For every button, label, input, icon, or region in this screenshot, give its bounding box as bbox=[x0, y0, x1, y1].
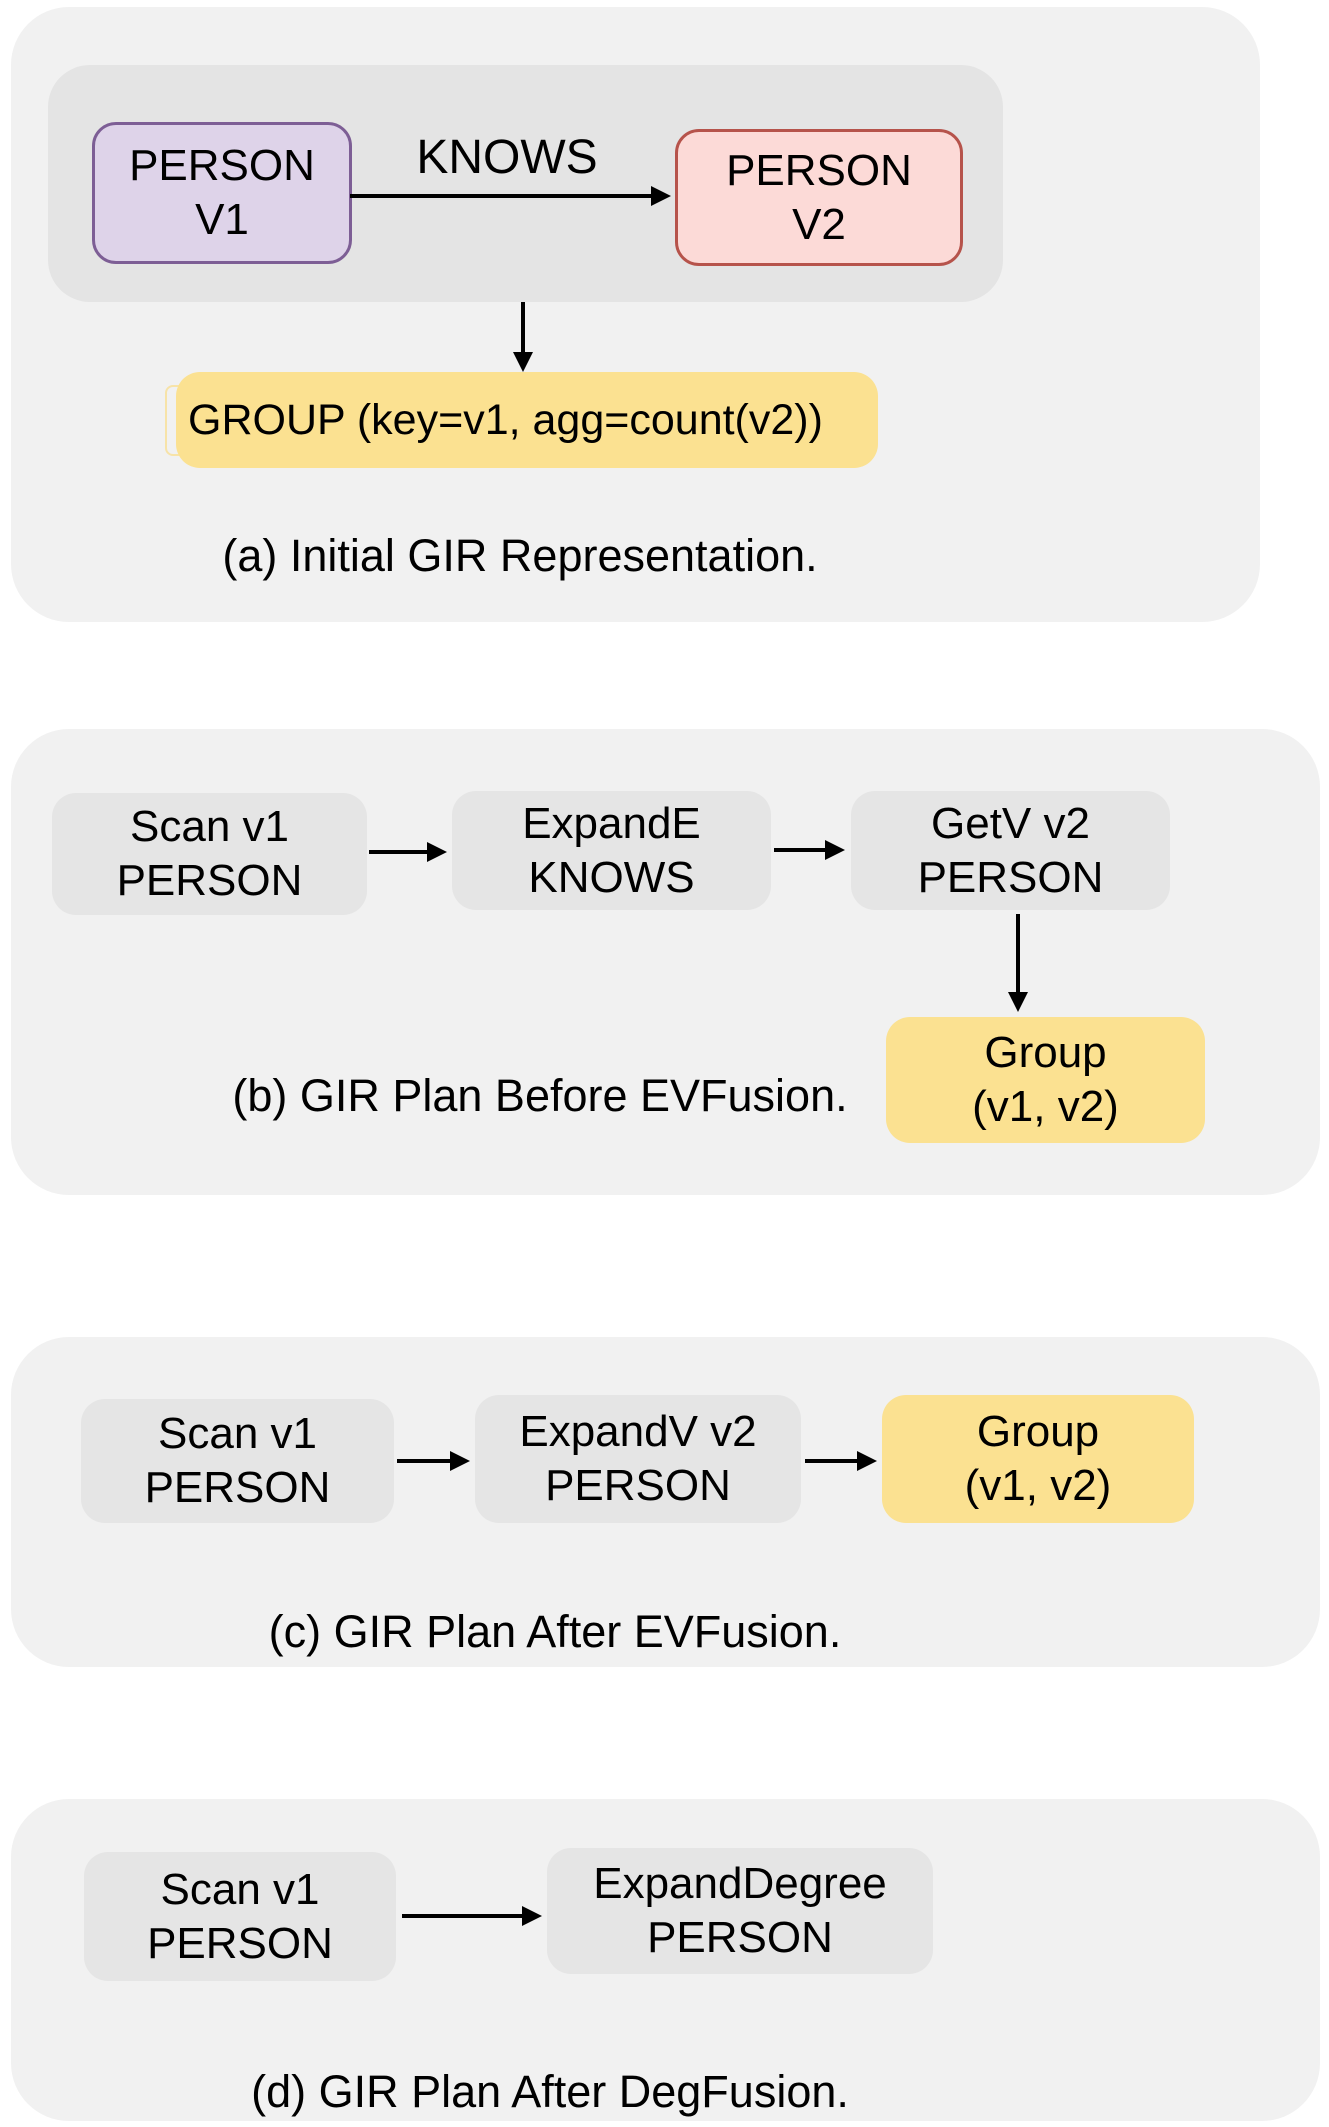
arrow-pattern-to-group bbox=[513, 302, 533, 372]
arrow-getv-to-group bbox=[1008, 914, 1028, 1012]
panel-a: PERSON V1 KNOWS PERSON V2 GROUP (key=v1,… bbox=[11, 7, 1260, 622]
arrow-scan-to-expandv bbox=[397, 1451, 470, 1471]
node-expanddegree: ExpandDegree PERSON bbox=[547, 1848, 933, 1974]
node-expande-knows: ExpandE KNOWS bbox=[452, 791, 771, 910]
node-scan-v1-d: Scan v1 PERSON bbox=[84, 1852, 396, 1981]
caption-c: (c) GIR Plan After EVFusion. bbox=[268, 1606, 842, 1657]
edge-label-knows: KNOWS bbox=[416, 131, 598, 184]
arrow-v1-to-v2 bbox=[350, 186, 671, 206]
node-group-b: Group (v1, v2) bbox=[886, 1017, 1205, 1143]
panel-b: Scan v1 PERSON ExpandE KNOWS GetV v2 PER… bbox=[11, 729, 1320, 1195]
panel-c: Scan v1 PERSON ExpandV v2 PERSON Group (… bbox=[11, 1337, 1320, 1667]
node-group-c: Group (v1, v2) bbox=[882, 1395, 1194, 1523]
panel-d: Scan v1 PERSON ExpandDegree PERSON (d) G… bbox=[11, 1799, 1320, 2121]
node-getv-v2: GetV v2 PERSON bbox=[851, 791, 1170, 910]
node-scan-v1-b: Scan v1 PERSON bbox=[52, 793, 367, 915]
caption-d: (d) GIR Plan After DegFusion. bbox=[251, 2066, 849, 2117]
node-group-aggregate: GROUP (key=v1, agg=count(v2)) bbox=[176, 372, 878, 468]
caption-b: (b) GIR Plan Before EVFusion. bbox=[232, 1070, 848, 1121]
arrow-scan-to-expanddegree bbox=[402, 1906, 542, 1926]
node-person-v2: PERSON V2 bbox=[675, 129, 963, 266]
arrow-expandv-to-group bbox=[805, 1451, 877, 1471]
caption-a: (a) Initial GIR Representation. bbox=[222, 530, 818, 581]
arrow-scan-to-expande bbox=[369, 842, 447, 862]
node-scan-v1-c: Scan v1 PERSON bbox=[81, 1399, 394, 1523]
node-expandv-v2: ExpandV v2 PERSON bbox=[475, 1395, 801, 1523]
node-person-v1: PERSON V1 bbox=[92, 122, 352, 264]
arrow-expande-to-getv bbox=[774, 840, 845, 860]
